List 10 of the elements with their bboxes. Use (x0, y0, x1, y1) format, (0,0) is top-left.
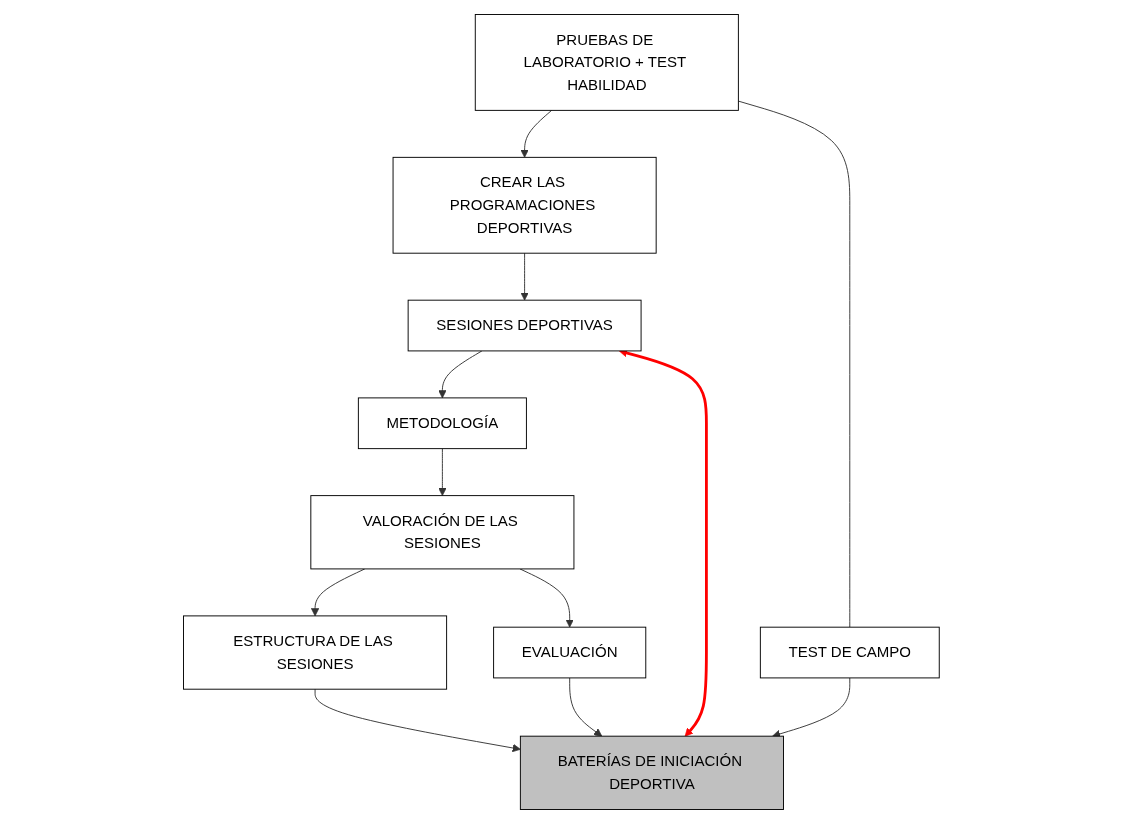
node-box: CREAR LAS PROGRAMACIONES DEPORTIVAS (392, 156, 657, 254)
node-box: SESIONES DEPORTIVAS (407, 299, 642, 352)
node-box: TEST DE CAMPO (760, 626, 940, 679)
node-box: BATERÍAS DE INICIACIÓN DEPORTIVA (520, 735, 785, 810)
node-box: METODOLOGÍA (358, 397, 527, 450)
node-box: EVALUACIÓN (493, 626, 647, 679)
connector (738, 100, 851, 628)
node-box: VALORACIÓN DE LAS SESIONES (310, 495, 575, 570)
node-box: ESTRUCTURA DE LAS SESIONES (183, 615, 448, 690)
node-box: PRUEBAS DE LABORATORIO + TEST HABILIDAD (474, 14, 739, 111)
